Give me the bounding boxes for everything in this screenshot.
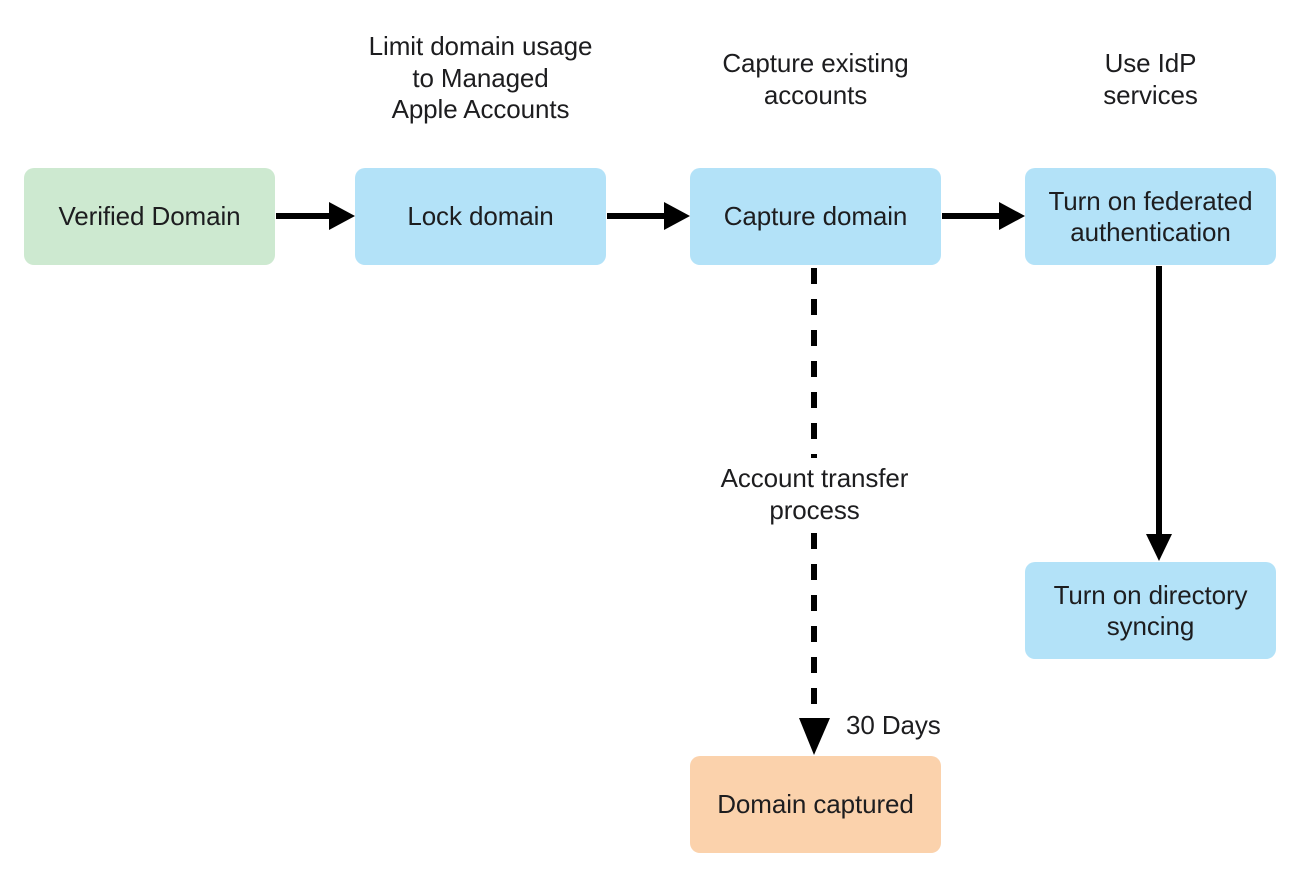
caption-capture-domain: Capture existing accounts bbox=[722, 48, 909, 110]
edge-capture-to-domain-captured bbox=[799, 268, 830, 755]
node-capture-domain[interactable]: Capture domain bbox=[690, 168, 941, 265]
node-verified-domain[interactable]: Verified Domain bbox=[24, 168, 275, 265]
node-domain-captured[interactable]: Domain captured bbox=[690, 756, 941, 853]
edge-label-account-transfer-process: Account transfer process bbox=[720, 463, 909, 525]
edge-verified-to-lock bbox=[276, 202, 355, 230]
edge-federated-to-directory-syncing bbox=[1146, 266, 1172, 561]
node-lock-domain[interactable]: Lock domain bbox=[355, 168, 606, 265]
edge-capture-to-federated bbox=[942, 202, 1025, 230]
caption-lock-domain: Limit domain usage to Managed Apple Acco… bbox=[368, 31, 593, 125]
edge-lock-to-capture bbox=[607, 202, 690, 230]
node-turn-on-directory-syncing[interactable]: Turn on directory syncing bbox=[1025, 562, 1276, 659]
caption-federated-authentication: Use IdP services bbox=[1103, 48, 1198, 110]
edge-label-30-days: 30 Days bbox=[846, 710, 941, 740]
node-turn-on-federated-authentication[interactable]: Turn on federated authentication bbox=[1025, 168, 1276, 265]
